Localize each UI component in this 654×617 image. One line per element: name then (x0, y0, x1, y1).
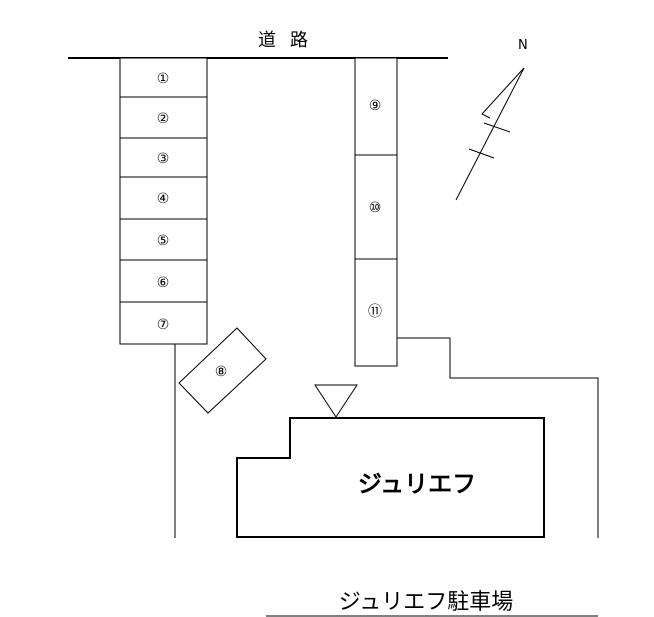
slot-4-label: ④ (157, 191, 170, 207)
north-arrow-icon: N (455, 38, 528, 201)
slot-2 (119, 96, 208, 139)
slot-11-label: ⑪ (368, 304, 382, 320)
slot-2-label: ② (157, 111, 170, 127)
entrance-marker-icon (314, 384, 358, 418)
right-boundary-line (397, 337, 599, 538)
slot-6-label: ⑥ (157, 275, 170, 291)
slot-9-label: ⑨ (369, 98, 382, 114)
page-title: ジュリエフ駐車場 (339, 590, 513, 615)
slot-4 (119, 176, 208, 220)
slot-10-label: ⑩ (369, 200, 382, 216)
slot-7 (119, 301, 208, 345)
slot-8-group: ⑧ (178, 327, 267, 414)
slot-9 (354, 57, 398, 156)
slot-7-label: ⑦ (157, 317, 170, 333)
building-label: ジュリエフ (358, 470, 476, 498)
slot-1-label: ① (157, 71, 170, 87)
slot-10 (354, 154, 398, 260)
north-label: N (518, 38, 528, 53)
slot-6 (119, 259, 208, 303)
slot-3-label: ③ (157, 151, 170, 167)
slot-5-label: ⑤ (157, 233, 170, 249)
slot-8 (178, 327, 267, 414)
road-label: 道路 (258, 30, 322, 51)
right-slot-column: ⑨ ⑩ ⑪ (354, 57, 398, 367)
left-slot-column: ① ② ③ ④ ⑤ ⑥ ⑦ (119, 57, 208, 345)
slot-11 (354, 258, 398, 367)
slot-8-label: ⑧ (215, 364, 228, 380)
slot-5 (119, 218, 208, 261)
building-outline (236, 417, 545, 538)
